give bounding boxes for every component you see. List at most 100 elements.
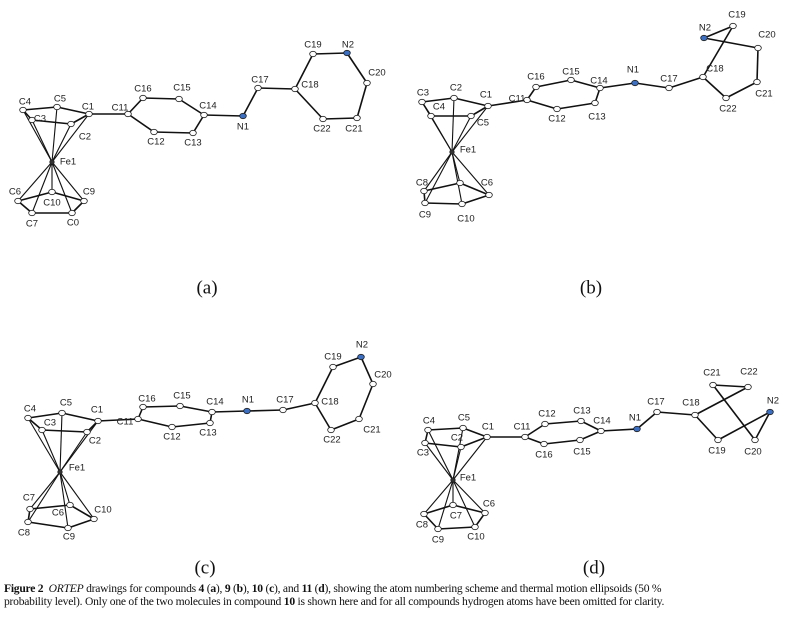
caption-line-1: Figure 2 ORTEP drawings for compounds 4 … — [4, 582, 798, 595]
carbon-atom — [449, 501, 457, 509]
bond — [756, 47, 759, 83]
panel-label-c: (c) — [194, 558, 215, 579]
atom-label-b-c13: C13 — [588, 112, 605, 123]
nitrogen-atom — [766, 408, 774, 416]
carbon-atom — [58, 409, 66, 417]
fe-bond — [59, 412, 63, 473]
atom-label-d-c22: C22 — [740, 367, 757, 378]
carbon-atom — [754, 44, 762, 52]
atom-label-c-n2: N2 — [356, 340, 368, 351]
bond — [459, 182, 490, 196]
bond — [294, 53, 314, 90]
carbon-atom — [279, 406, 287, 414]
atom-label-d-c5: C5 — [458, 413, 470, 424]
carbon-atom — [591, 99, 599, 107]
carbon-atom — [523, 96, 531, 104]
carbon-atom — [457, 443, 465, 451]
caption-text: ( — [262, 582, 270, 595]
carbon-atom — [309, 50, 317, 58]
fe-bond — [51, 113, 90, 163]
atom-label-d-c3: C3 — [417, 448, 429, 459]
bond — [702, 25, 734, 78]
atom-label-b-c19: C19 — [728, 10, 745, 21]
bond — [754, 411, 771, 441]
atom-label-a-fe1: Fe1 — [60, 157, 76, 168]
atom-label-d-c21: C21 — [703, 368, 720, 379]
atom-label-b-c5: C5 — [477, 118, 489, 129]
atom-label-c-c16: C16 — [138, 394, 155, 405]
bond — [97, 418, 139, 422]
atom-label-b-n2: N2 — [699, 23, 711, 34]
nitrogen-atom — [631, 79, 639, 87]
carbon-atom — [53, 103, 61, 111]
carbon-atom — [83, 428, 91, 436]
bond — [127, 97, 144, 115]
atom-label-c-fe1: Fe1 — [69, 463, 85, 474]
carbon-atom — [64, 524, 72, 532]
atom-label-c-c4: C4 — [24, 404, 36, 415]
bond — [22, 106, 58, 111]
bond — [358, 383, 374, 420]
atom-label-c-c3: C3 — [44, 418, 56, 429]
atom-label-a-c3: C3 — [34, 114, 46, 125]
carbon-atom — [567, 76, 575, 84]
carbon-atom — [699, 73, 707, 81]
caption-text: ORTEP — [48, 582, 84, 595]
atom-label-b-fe1: Fe1 — [460, 145, 476, 156]
bond — [179, 405, 213, 413]
bond — [346, 52, 368, 84]
bond — [314, 402, 332, 431]
fe-bond — [41, 429, 61, 473]
bond — [27, 521, 69, 529]
caption-text: c — [269, 582, 275, 595]
atom-label-b-c21: C21 — [755, 89, 772, 100]
atom-label-c-n1: N1 — [242, 395, 254, 406]
fe-bond — [451, 151, 463, 205]
fe-bond — [51, 161, 85, 202]
bond — [460, 436, 488, 448]
carbon-atom — [355, 415, 363, 423]
carbon-atom — [424, 426, 432, 434]
caption-text: 10 — [283, 595, 295, 608]
bond — [424, 442, 462, 448]
bond — [461, 194, 490, 205]
bond — [452, 504, 486, 514]
nitrogen-atom — [633, 425, 641, 433]
atom-label-c-c10: C10 — [94, 505, 111, 516]
atom-label-c-c12: C12 — [163, 432, 180, 443]
panel-label-a: (a) — [196, 278, 217, 299]
atom-label-d-c13: C13 — [573, 406, 590, 417]
carbon-atom — [24, 518, 32, 526]
atom-label-d-c12: C12 — [538, 409, 555, 420]
caption-text: ( — [204, 582, 211, 595]
atom-label-d-c17: C17 — [647, 397, 664, 408]
atom-label-c-c5: C5 — [60, 398, 72, 409]
bond — [314, 366, 334, 404]
atom-label-b-c16: C16 — [527, 72, 544, 83]
bond — [17, 191, 53, 202]
bond — [421, 97, 455, 103]
atom-label-c-c13: C13 — [199, 428, 216, 439]
caption-text: 11 — [301, 582, 313, 595]
carbon-atom — [311, 399, 319, 407]
bond — [636, 411, 658, 430]
carbon-atom — [485, 191, 493, 199]
caption-line-2: probability level). Only one of the two … — [4, 595, 798, 608]
carbon-atom — [576, 436, 584, 444]
atom-label-b-c8: C8 — [416, 178, 428, 189]
atom-label-c-c22: C22 — [323, 435, 340, 446]
atom-label-d-c10: C10 — [467, 532, 484, 543]
atom-label-a-c21: C21 — [345, 124, 362, 135]
atom-label-d-n1: N1 — [629, 413, 641, 424]
bond — [69, 504, 95, 520]
carbon-atom — [541, 420, 549, 428]
atom-label-d-c19: C19 — [708, 446, 725, 457]
bond — [137, 418, 173, 428]
figure-caption: Figure 2 ORTEP drawings for compounds 4 … — [4, 582, 798, 608]
carbon-atom — [709, 381, 717, 389]
atom-label-b-c22: C22 — [719, 104, 736, 115]
panel-label-d: (d) — [583, 558, 605, 579]
caption-text: d — [318, 582, 325, 595]
atom-label-b-c1: C1 — [480, 90, 492, 101]
